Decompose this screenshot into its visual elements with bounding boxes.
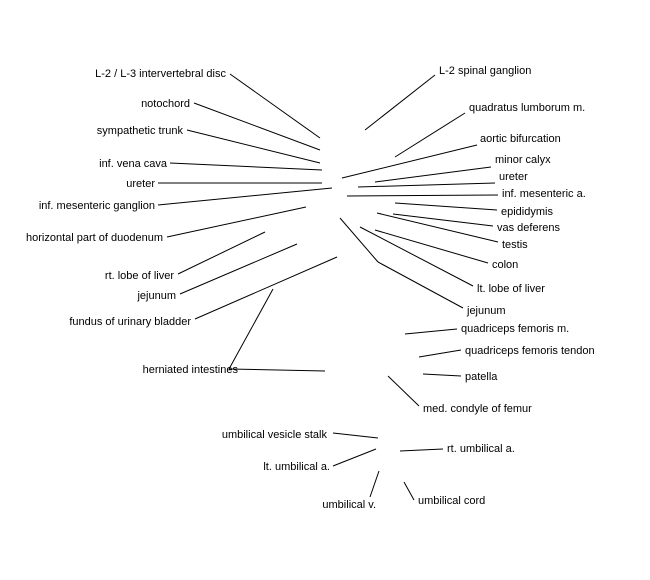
- label-umbilical-v: umbilical v.: [322, 499, 376, 511]
- label-ureter-right: ureter: [499, 171, 528, 183]
- label-group: L-2 / L-3 intervertebral disc notochord …: [26, 65, 595, 511]
- leader-line-colon: [374, 229, 489, 264]
- label-minor-calyx: minor calyx: [495, 154, 551, 166]
- leader-line-rt-lobe-of-liver: [177, 231, 266, 275]
- leader-line-quadriceps-femoris-tendon: [418, 349, 462, 358]
- leader-line-fundus-of-urinary-bladder: [194, 256, 338, 320]
- label-jejunum-left: jejunum: [136, 290, 176, 302]
- leader-line-jejunum-right: [377, 261, 464, 309]
- leader-line-notochord: [193, 102, 321, 151]
- leader-line-inf-mesenteric-ganglion: [157, 187, 333, 206]
- leader-line-testis: [376, 212, 499, 243]
- leader-line-herniated-intestines-bracket-lower: [228, 368, 326, 372]
- leader-line-l2-spinal-ganglion: [364, 74, 436, 131]
- label-aortic-bifurcation: aortic bifurcation: [480, 133, 561, 145]
- leader-lines: [157, 73, 499, 501]
- leader-line-epididymis: [394, 202, 498, 211]
- leader-line-inf-mesenteric-a: [346, 194, 499, 197]
- leader-line-herniated-intestines-bracket-upper: [228, 288, 274, 370]
- label-rt-umbilical-a: rt. umbilical a.: [447, 443, 515, 455]
- label-rt-lobe-of-liver: rt. lobe of liver: [105, 270, 174, 282]
- leader-line-jejunum-left: [179, 243, 298, 295]
- label-fundus-of-urinary-bladder: fundus of urinary bladder: [69, 316, 191, 328]
- label-med-condyle-of-femur: med. condyle of femur: [423, 403, 532, 415]
- label-jejunum-right: jejunum: [466, 305, 506, 317]
- leader-line-minor-calyx: [374, 166, 492, 183]
- label-testis: testis: [502, 239, 528, 251]
- label-inf-mesenteric-ganglion: inf. mesenteric ganglion: [39, 200, 155, 212]
- leader-line-umbilical-v: [369, 470, 380, 498]
- label-vas-deferens: vas deferens: [497, 222, 560, 234]
- label-quadratus-lumborum-m: quadratus lumborum m.: [469, 102, 585, 114]
- leader-line-med-condyle-of-femur: [387, 375, 420, 407]
- label-l2-spinal-ganglion: L-2 spinal ganglion: [439, 65, 531, 77]
- label-colon: colon: [492, 259, 518, 271]
- label-notochord: notochord: [141, 98, 190, 110]
- label-inf-mesenteric-a: inf. mesenteric a.: [502, 188, 586, 200]
- label-herniated-intestines: herniated intestines: [143, 364, 239, 376]
- label-l2-l3-intervertebral-disc: L-2 / L-3 intervertebral disc: [95, 68, 226, 80]
- leader-line-quadriceps-femoris-m: [404, 328, 458, 335]
- leader-line-rt-umbilical-a: [399, 448, 444, 452]
- leader-line-vas-deferens: [392, 213, 494, 227]
- leader-line-horizontal-part-of-duodenum: [166, 206, 307, 238]
- label-umbilical-cord: umbilical cord: [418, 495, 485, 507]
- label-quadriceps-femoris-tendon: quadriceps femoris tendon: [465, 345, 595, 357]
- label-quadriceps-femoris-m: quadriceps femoris m.: [461, 323, 569, 335]
- leader-line-lt-lobe-of-liver: [359, 226, 474, 287]
- label-ureter-left: ureter: [126, 178, 155, 190]
- label-sympathetic-trunk: sympathetic trunk: [97, 125, 184, 137]
- leader-line-jejunum-right-upper: [339, 217, 379, 263]
- label-patella: patella: [465, 371, 498, 383]
- label-lt-umbilical-a: lt. umbilical a.: [263, 461, 330, 473]
- leader-line-umbilical-cord: [403, 481, 415, 501]
- label-umbilical-vesicle-stalk: umbilical vesicle stalk: [222, 429, 328, 441]
- leader-line-patella: [422, 373, 462, 377]
- label-epididymis: epididymis: [501, 206, 553, 218]
- leader-line-lt-umbilical-a: [332, 448, 377, 467]
- leader-line-aortic-bifurcation: [341, 144, 478, 179]
- leader-line-ureter-right: [357, 182, 496, 188]
- label-inf-vena-cava: inf. vena cava: [99, 158, 168, 170]
- label-horizontal-part-of-duodenum: horizontal part of duodenum: [26, 232, 163, 244]
- leader-line-umbilical-vesicle-stalk: [332, 432, 379, 439]
- leader-line-sympathetic-trunk: [186, 129, 321, 164]
- label-lt-lobe-of-liver: lt. lobe of liver: [477, 283, 545, 295]
- leader-line-quadratus-lumborum-m: [394, 112, 466, 158]
- leader-line-inf-vena-cava: [169, 162, 323, 171]
- leader-line-l2-l3-intervertebral-disc: [229, 73, 321, 139]
